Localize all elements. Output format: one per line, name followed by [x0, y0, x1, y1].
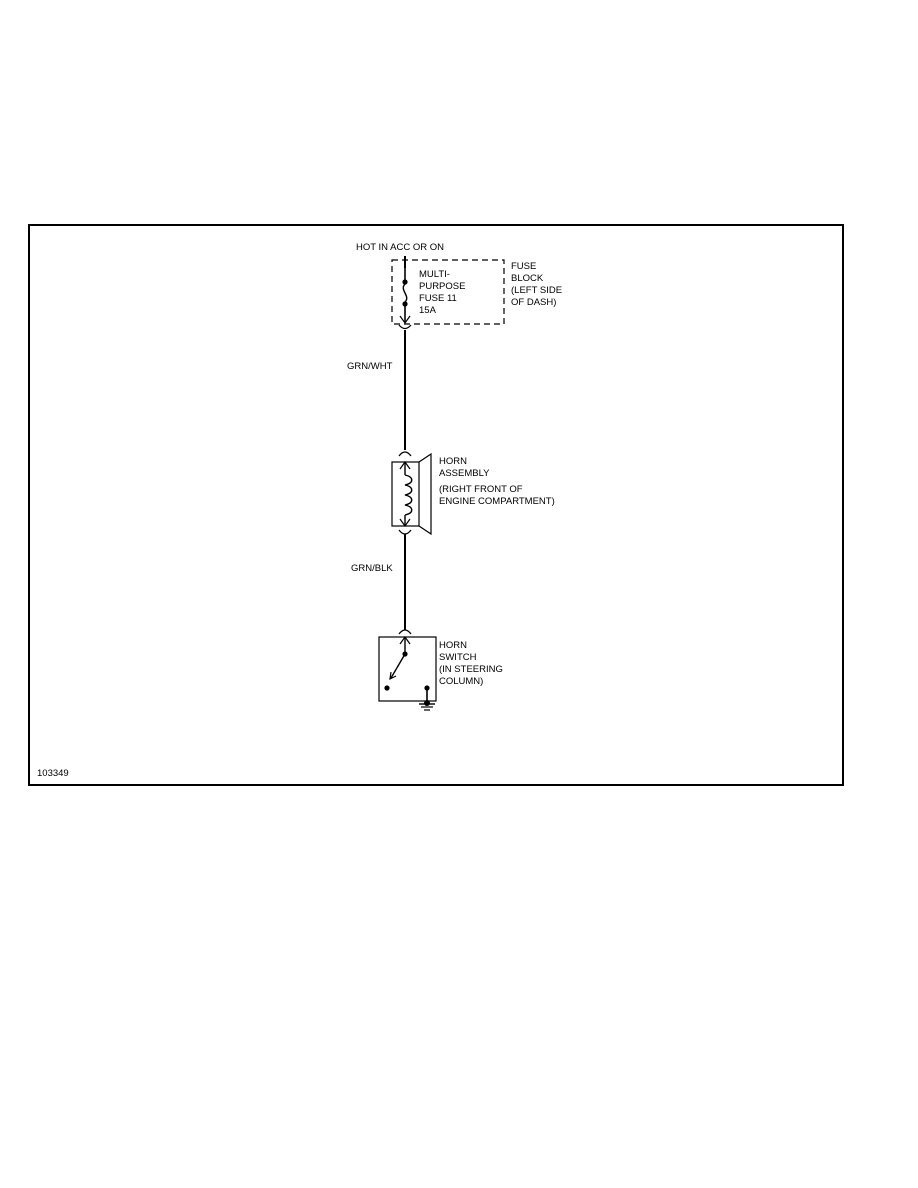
horn-connector-cup-bottom — [398, 529, 412, 535]
horn-coil — [404, 474, 413, 516]
fuse-block-label: FUSE BLOCK (LEFT SIDE OF DASH) — [511, 261, 562, 309]
fuse-label-line: PURPOSE — [419, 281, 466, 292]
figure-id: 103349 — [37, 768, 69, 779]
supply-label: HOT IN ACC OR ON — [356, 242, 444, 253]
fuse-connector-arrow — [399, 315, 411, 325]
horn-switch-body — [378, 636, 437, 702]
fuse-label-line: 15A — [419, 305, 436, 316]
horn-label-line: HORN — [439, 456, 467, 467]
horn-bell — [418, 452, 432, 536]
fuse-block-label-line: (LEFT SIDE — [511, 285, 563, 296]
horn-switch-label: HORN SWITCH (IN STEERING COLUMN) — [439, 640, 503, 688]
wire-label-lower: GRN/BLK — [351, 563, 393, 574]
switch-connector-cup — [398, 629, 412, 635]
horn-switch-label-line: HORN — [439, 640, 467, 651]
horn-label-line: ENGINE COMPARTMENT) — [439, 496, 555, 507]
wire-label-upper: GRN/WHT — [347, 361, 393, 372]
horn-label-line: (RIGHT FRONT OF — [439, 484, 523, 495]
fuse-block-label-line: FUSE — [511, 261, 537, 272]
switch-blade — [390, 653, 406, 679]
ground-icon — [419, 700, 435, 711]
fuse-label-line: FUSE 11 — [419, 293, 457, 304]
fuse-terminal-top — [402, 279, 408, 285]
horn-label-line: ASSEMBLY — [439, 468, 490, 479]
switch-contact-left — [384, 685, 390, 691]
horn-arrow-bottom — [399, 518, 411, 528]
fuse-block-label-line: BLOCK — [511, 273, 544, 284]
fuse-terminal-bottom — [402, 301, 408, 307]
diagram-frame — [28, 224, 844, 786]
fuse-block-outline — [391, 259, 505, 325]
horn-switch-label-line: SWITCH — [439, 652, 477, 663]
horn-switch-label-line: COLUMN) — [439, 676, 484, 687]
horn-label: HORN ASSEMBLY (RIGHT FRONT OF ENGINE COM… — [439, 456, 555, 508]
fuse-block-label-line: OF DASH) — [511, 297, 557, 308]
horn-switch-label-line: (IN STEERING — [439, 664, 503, 675]
fuse-connector-cup — [398, 324, 412, 330]
fuse-label: MULTI- PURPOSE FUSE 11 15A — [419, 269, 465, 317]
fuse-label-line: MULTI- — [419, 269, 450, 280]
fuse-element — [402, 283, 408, 303]
horn-connector-cup-top — [398, 451, 412, 457]
